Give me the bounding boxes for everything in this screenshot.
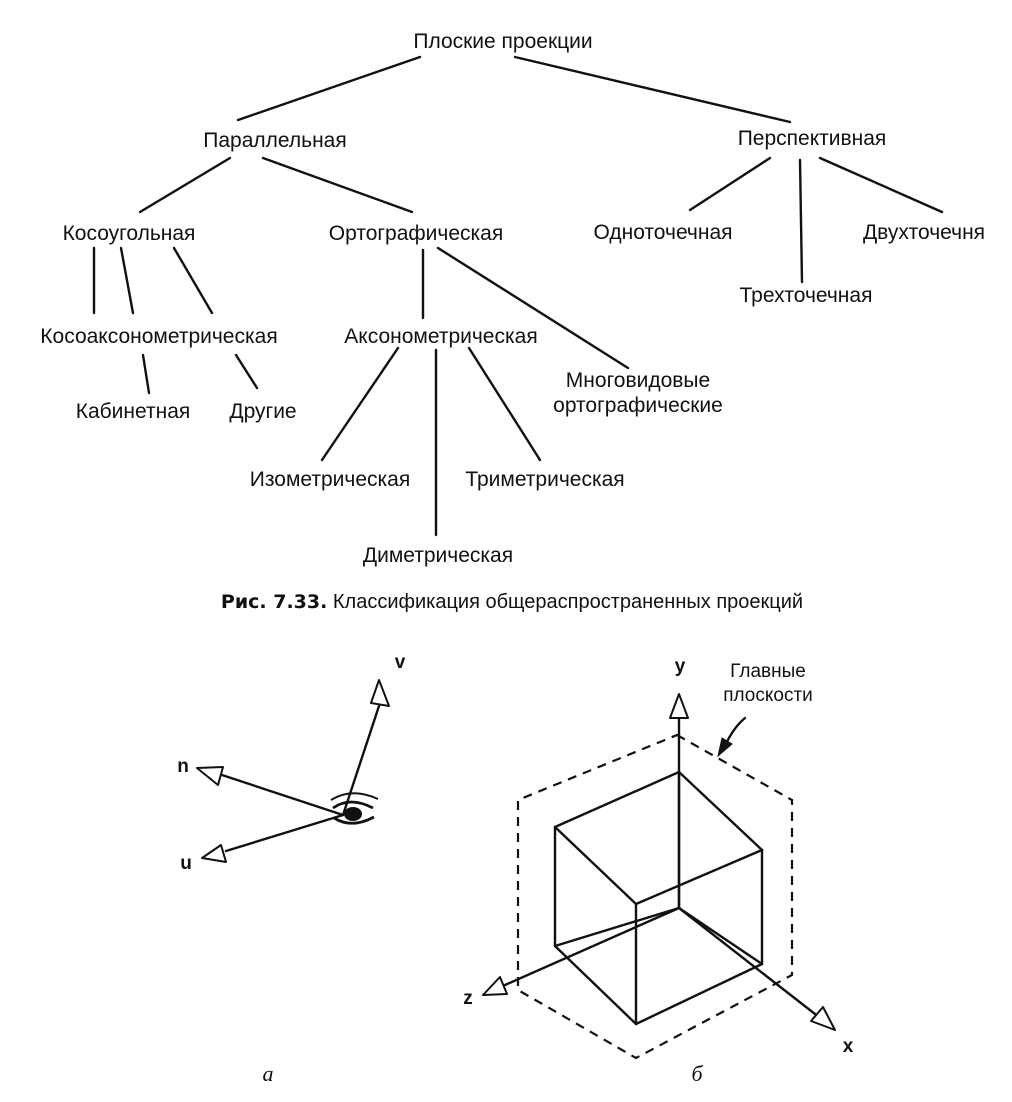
axis-x-arrowhead <box>810 1006 836 1031</box>
axis-n-label: n <box>177 756 189 777</box>
axis-n-arrowhead <box>196 766 224 786</box>
edge-obliqueaxo-other <box>234 353 259 390</box>
axis-u-label: u <box>180 853 192 874</box>
node-other: Другие <box>229 400 296 423</box>
edge-root-perspective <box>513 55 792 124</box>
node-multiview-line1: Многовидовые <box>566 369 710 392</box>
cube-top-front-left-edge <box>553 825 638 906</box>
node-oblique-axonometric: Косоаксонометрическая <box>40 325 277 348</box>
cube-top-right-edge <box>677 770 764 852</box>
cube-top-front-right-edge <box>634 848 764 906</box>
edge-orthographic-multiview <box>436 246 630 370</box>
edge-perspective-twopoint <box>818 156 944 214</box>
node-one-point: Одноточечная <box>593 221 732 244</box>
node-perspective: Перспективная <box>738 127 887 150</box>
edge-oblique-axonometric-3 <box>172 246 214 315</box>
axis-u-line <box>224 813 345 853</box>
node-two-point: Двухточечня <box>863 221 985 244</box>
axis-z-label: z <box>463 988 473 1009</box>
edge-obliqueaxo-cabinet <box>141 353 151 395</box>
edge-root-parallel <box>236 55 422 122</box>
node-oblique: Косоугольная <box>63 222 196 245</box>
axis-v-label: v <box>395 652 406 673</box>
node-orthographic: Ортографическая <box>329 222 503 245</box>
figure-a-view-axes: v n u а <box>177 652 406 1086</box>
tree-nodes: Плоские проекции Параллельная Перспектив… <box>40 30 985 567</box>
figure-caption: Рис. 7.33. Классификация общераспростран… <box>221 591 803 613</box>
cube-top-left-edge <box>553 770 681 829</box>
node-cabinet: Кабинетная <box>76 400 191 423</box>
axis-v-arrowhead <box>370 679 390 707</box>
edge-perspective-onepoint <box>688 156 772 212</box>
node-three-point: Трехточечная <box>740 284 873 307</box>
edge-perspective-threepoint <box>798 158 804 284</box>
eye-icon <box>330 792 379 825</box>
figure-b-sublabel: б <box>691 1061 703 1086</box>
axis-z-line <box>503 906 681 987</box>
principal-planes-label-line1: Главные <box>730 661 806 682</box>
edge-parallel-orthographic <box>261 156 414 214</box>
tree-connectors <box>92 55 944 537</box>
cube-bottom-left-edge <box>553 944 638 1026</box>
node-axonometric: Аксонометрическая <box>344 325 537 348</box>
planes-pointer-arrowhead <box>717 737 733 758</box>
cube-back-left-edge <box>553 906 681 948</box>
node-multiview-line2: ортографические <box>553 394 723 417</box>
node-trimetric: Триметрическая <box>465 468 624 491</box>
figure-b-cube: y z x Главные плоскости б <box>463 656 853 1086</box>
principal-planes-outline <box>516 733 794 1060</box>
node-plane-projections: Плоские проекции <box>413 30 592 53</box>
node-parallel: Параллельная <box>203 129 346 152</box>
edge-axonometric-isometric <box>320 346 400 462</box>
edge-oblique-axonometric-2 <box>119 246 135 315</box>
edge-axonometric-trimetric <box>467 346 542 462</box>
axis-v-line <box>341 698 383 817</box>
axis-z-arrowhead <box>482 976 508 996</box>
axis-u-arrowhead <box>201 844 227 863</box>
axis-y-arrowhead <box>669 693 689 719</box>
axis-y-label: y <box>675 656 686 677</box>
figure-a-sublabel: а <box>263 1061 274 1086</box>
cube-bottom-right-edge <box>634 962 764 1026</box>
axis-x-label: x <box>843 1036 854 1057</box>
axis-n-line <box>220 773 345 817</box>
axis-x-line <box>677 906 817 1016</box>
node-isometric: Изометрическая <box>250 468 410 491</box>
node-dimetric: Диметрическая <box>363 544 513 567</box>
caption-text: Классификация общераспространенных проек… <box>327 591 803 613</box>
principal-planes-label-line2: плоскости <box>723 685 813 706</box>
edge-parallel-oblique <box>138 156 232 214</box>
caption-label: Рис. 7.33. <box>221 591 327 613</box>
